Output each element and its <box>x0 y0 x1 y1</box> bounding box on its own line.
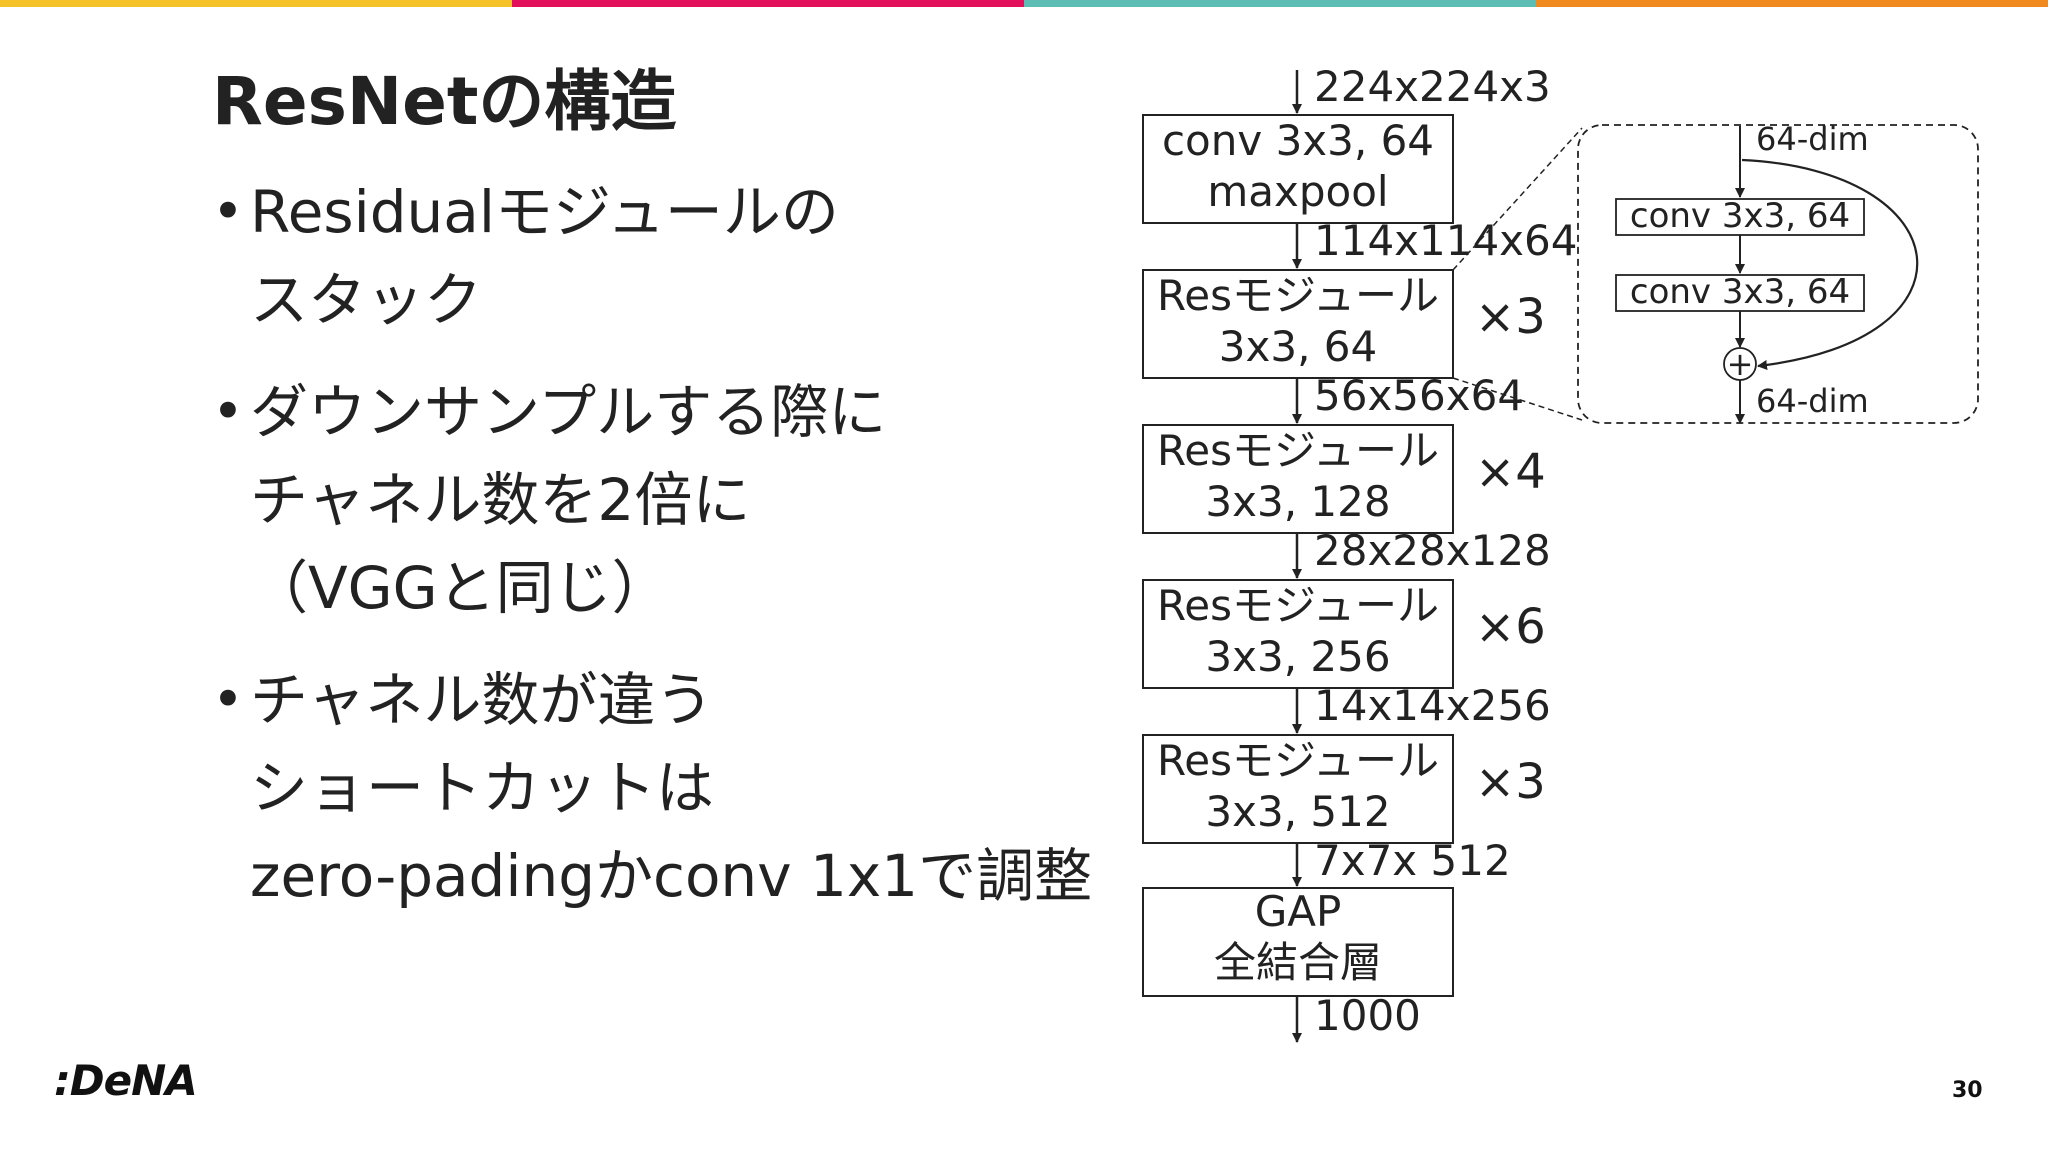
inset-conv-box <box>1615 274 1865 312</box>
stage-box <box>1142 269 1454 379</box>
stage-line2: 3x3, 64 <box>1219 322 1377 371</box>
stage-repeat: ×6 <box>1475 599 1546 655</box>
bullet-item: • チャネル数が違う ショートカットは zero-padingかconv 1x1… <box>212 656 1112 920</box>
dena-logo: :DeNA <box>54 1056 198 1105</box>
accent-bar-orange <box>1536 0 2048 7</box>
bullet-line: ダウンサンプルする際に <box>250 378 887 446</box>
bullet-line: チャネル数を2倍に <box>250 466 751 534</box>
stage-output-shape: 14x14x256 <box>1314 681 1551 730</box>
stage-box <box>1142 579 1454 689</box>
accent-bar-yellow <box>0 0 512 7</box>
slide-title: ResNetの構造 <box>212 63 677 140</box>
stage-line2: maxpool <box>1207 167 1388 216</box>
stage-repeat: ×3 <box>1475 289 1546 345</box>
bullet-dot: • <box>212 380 244 443</box>
bullet-line: Residualモジュールの <box>250 178 839 246</box>
stage-output-shape: 56x56x64 <box>1314 371 1524 420</box>
stage-line2: 3x3, 128 <box>1205 477 1390 526</box>
skip-connection <box>1741 158 1919 370</box>
bullet-list: • Residualモジュールの スタック • ダウンサンプルする際に チャネル… <box>212 168 1112 944</box>
bullet-line: チャネル数が違う <box>250 666 714 734</box>
inset-bottom-label: 64-dim <box>1756 382 1869 420</box>
zoom-connector <box>1452 127 1583 271</box>
accent-bar <box>0 0 2048 7</box>
stage-box <box>1142 114 1454 224</box>
stage-line1: GAP <box>1255 887 1342 936</box>
stage-line1: Resモジュール <box>1157 581 1439 630</box>
stage-line2: 全結合層 <box>1214 938 1382 987</box>
stage-box <box>1142 734 1454 844</box>
add-symbol: + <box>1727 345 1754 383</box>
bullet-dot: • <box>212 668 244 731</box>
stage-line2: 3x3, 512 <box>1205 787 1390 836</box>
bullet-dot: • <box>212 180 244 243</box>
inset-conv-label: conv 3x3, 64 <box>1630 196 1850 236</box>
stage-output-shape: 1000 <box>1314 991 1421 1040</box>
bullet-line: ショートカットは <box>250 754 715 822</box>
bullet-line: zero-padingかconv 1x1で調整 <box>250 842 1093 910</box>
stage-output-shape: 28x28x128 <box>1314 526 1551 575</box>
input-shape-label: 224x224x3 <box>1314 62 1551 111</box>
accent-bar-magenta <box>512 0 1024 7</box>
stage-line2: 3x3, 256 <box>1205 632 1390 681</box>
bullet-line: （VGGと同じ） <box>250 554 670 622</box>
bullet-item: • ダウンサンプルする際に チャネル数を2倍に （VGGと同じ） <box>212 368 1112 632</box>
residual-block-inset: 64-dim conv 3x3, 64 conv 3x3, 64 + 64-di… <box>1577 120 1979 424</box>
stage-repeat: ×3 <box>1475 754 1546 810</box>
accent-bar-teal <box>1024 0 1536 7</box>
stage-box <box>1142 424 1454 534</box>
inset-top-label: 64-dim <box>1756 120 1869 158</box>
bullet-line: スタック <box>250 266 483 334</box>
stage-box <box>1142 887 1454 997</box>
stage-output-shape: 114x114x64 <box>1314 216 1577 265</box>
stage-output-shape: 7x7x 512 <box>1314 836 1511 885</box>
stage-line1: Resモジュール <box>1157 736 1439 785</box>
zoom-connector <box>1452 377 1583 421</box>
inset-conv-label: conv 3x3, 64 <box>1630 272 1850 312</box>
bullet-item: • Residualモジュールの スタック <box>212 168 1112 344</box>
stage-repeat: ×4 <box>1475 444 1546 500</box>
stage-line1: Resモジュール <box>1157 426 1439 475</box>
stage-line1: conv 3x3, 64 <box>1162 116 1434 165</box>
stage-line1: Resモジュール <box>1157 271 1439 320</box>
page-number: 30 <box>1952 1078 1983 1103</box>
